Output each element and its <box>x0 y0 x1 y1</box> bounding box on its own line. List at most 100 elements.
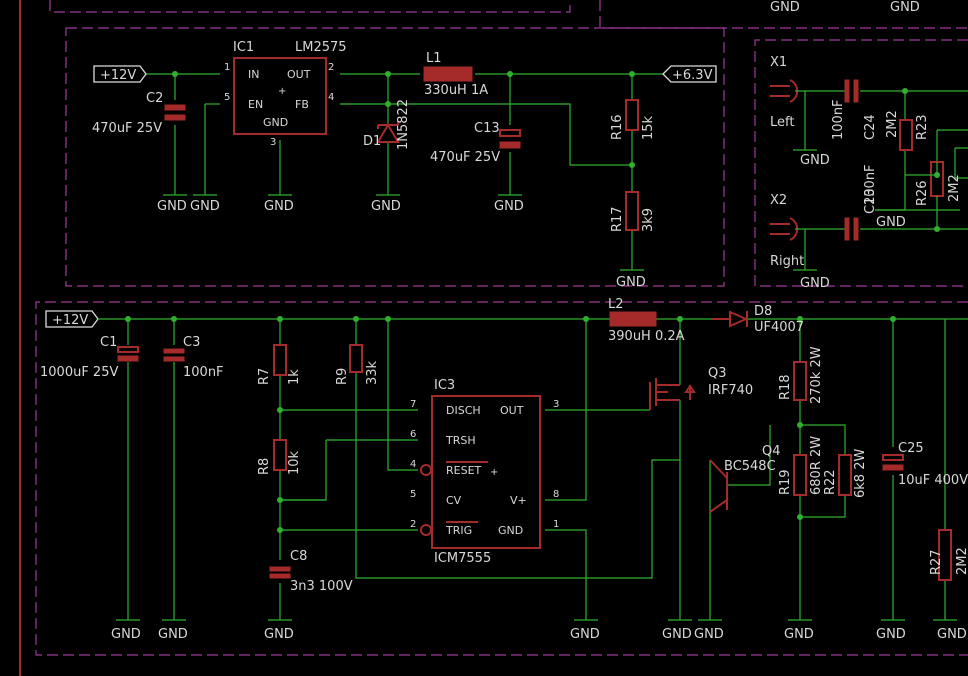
x2-label: Right <box>770 254 804 269</box>
r17-value: 3k9 <box>641 208 656 232</box>
c25-name: C25 <box>898 441 924 456</box>
r16-value: 15k <box>641 115 656 140</box>
q4-name: Q4 <box>762 444 781 459</box>
gnd-label: GND <box>876 627 906 642</box>
r23-value: 2M2 <box>885 110 900 138</box>
r22-name: R22 <box>823 469 838 495</box>
ic1-pin-num: 4 <box>328 92 334 103</box>
ic1-pin-num: 1 <box>224 62 230 73</box>
ic3-pin-num: 2 <box>410 519 416 530</box>
ic1-pin-num: 5 <box>224 92 230 103</box>
c1-name: C1 <box>100 335 117 350</box>
gnd-label: GND <box>800 276 830 291</box>
gnd-label: GND <box>800 153 830 168</box>
d8-value: UF4007 <box>754 320 804 335</box>
d8-name: D8 <box>754 304 772 319</box>
ic3-pin-vplus: V+ <box>510 494 527 507</box>
q3-name: Q3 <box>708 366 727 381</box>
r27-value: 2M2 <box>955 547 968 575</box>
r8-name: R8 <box>257 458 272 475</box>
r18-name: R18 <box>778 374 793 400</box>
ic1-pin-in: IN <box>248 68 259 81</box>
x2-name: X2 <box>770 193 787 208</box>
r8-value: 10k <box>287 450 302 475</box>
gnd-label: GND <box>494 199 524 214</box>
c25-value: 10uF 400V <box>898 473 968 488</box>
ic1-pin-gnd: GND <box>263 116 288 129</box>
ic3-pin-num: 1 <box>553 519 559 530</box>
c3-value: 100nF <box>183 365 224 380</box>
ic3-pin-trsh: TRSH <box>445 434 476 447</box>
r17-name: R17 <box>610 206 625 232</box>
x1-name: X1 <box>770 55 787 70</box>
c23-name: C23 <box>863 188 878 214</box>
ic1-pin-out: OUT <box>287 68 311 81</box>
ic3-pin-num: 7 <box>410 399 416 410</box>
c13-name: C13 <box>474 121 500 136</box>
ic3-pin-num: 8 <box>553 489 559 500</box>
gnd-label: GND <box>694 627 724 642</box>
c2-value: 470uF 25V <box>92 121 162 136</box>
gnd-label: GND <box>784 627 814 642</box>
sheet-frames <box>19 0 968 676</box>
ic1-name: IC1 <box>233 40 254 55</box>
r7-name: R7 <box>257 368 272 385</box>
ic3-pin-trig: TRIG <box>445 524 472 537</box>
r16-name: R16 <box>610 114 625 140</box>
svg-text:+: + <box>490 467 498 478</box>
l1-name: L1 <box>426 51 442 66</box>
l2-value: 390uH 0.2A <box>608 329 685 344</box>
gnd-label: GND <box>157 199 187 214</box>
ic1-part: LM2575 <box>295 40 347 55</box>
ic3-pin-num: 4 <box>410 459 416 470</box>
x1-label: Left <box>770 115 794 130</box>
r19-value: 680R 2W <box>809 436 824 495</box>
c1-value: 1000uF 25V <box>40 365 118 380</box>
svg-text:+: + <box>278 86 286 97</box>
gnd-label: GND <box>616 275 646 290</box>
l2-name: L2 <box>608 297 624 312</box>
gnd-label: GND <box>570 627 600 642</box>
gnd-label: GND <box>158 627 188 642</box>
gnd-label: GND <box>937 627 967 642</box>
ic3-pin-disch: DISCH <box>446 404 481 417</box>
c23-value: 100nF <box>863 164 878 205</box>
supply-in-port: +12V <box>100 68 136 83</box>
gnd-label: GND <box>890 0 920 15</box>
gnd-label: GND <box>190 199 220 214</box>
gnd-label: GND <box>770 0 800 15</box>
d1-value: 1N5822 <box>396 99 411 150</box>
ic1-pin-en: EN <box>248 98 263 111</box>
supply-section: + <box>93 57 717 271</box>
r22-value: 6k8 2W <box>853 449 868 498</box>
c24-value: 100nF <box>831 99 846 140</box>
r9-name: R9 <box>335 368 350 385</box>
gnd-label: GND <box>264 627 294 642</box>
c8-value: 3n3 100V <box>290 579 353 594</box>
gnd-label: GND <box>662 627 692 642</box>
r26-value: 2M2 <box>947 174 962 202</box>
r26-name: R26 <box>915 180 930 206</box>
c3-name: C3 <box>183 335 200 350</box>
ic3-pin-gnd: GND <box>498 524 523 537</box>
r19-name: R19 <box>778 469 793 495</box>
ic3-pin-num: 5 <box>410 489 416 500</box>
c24-name: C24 <box>863 114 878 140</box>
ic3-name: IC3 <box>434 378 455 393</box>
c8-name: C8 <box>290 549 307 564</box>
hv-section: + <box>45 310 968 621</box>
ic3-pin-reset: RESET <box>446 464 482 477</box>
r27-name: R27 <box>929 549 944 575</box>
r18-value: 270k 2W <box>809 346 824 404</box>
hv-in-port: +12V <box>52 313 88 328</box>
ic3-pin-num: 3 <box>553 399 559 410</box>
ic1-pin-fb: FB <box>295 98 309 111</box>
supply-out-port: +6.3V <box>672 68 713 83</box>
ic1-pin-num: 3 <box>270 137 276 148</box>
ic3-part: ICM7555 <box>434 551 491 566</box>
gnd-label: GND <box>264 199 294 214</box>
ic3-pin-cv: CV <box>446 494 462 507</box>
gnd-label: GND <box>876 215 906 230</box>
c2-name: C2 <box>146 91 163 106</box>
